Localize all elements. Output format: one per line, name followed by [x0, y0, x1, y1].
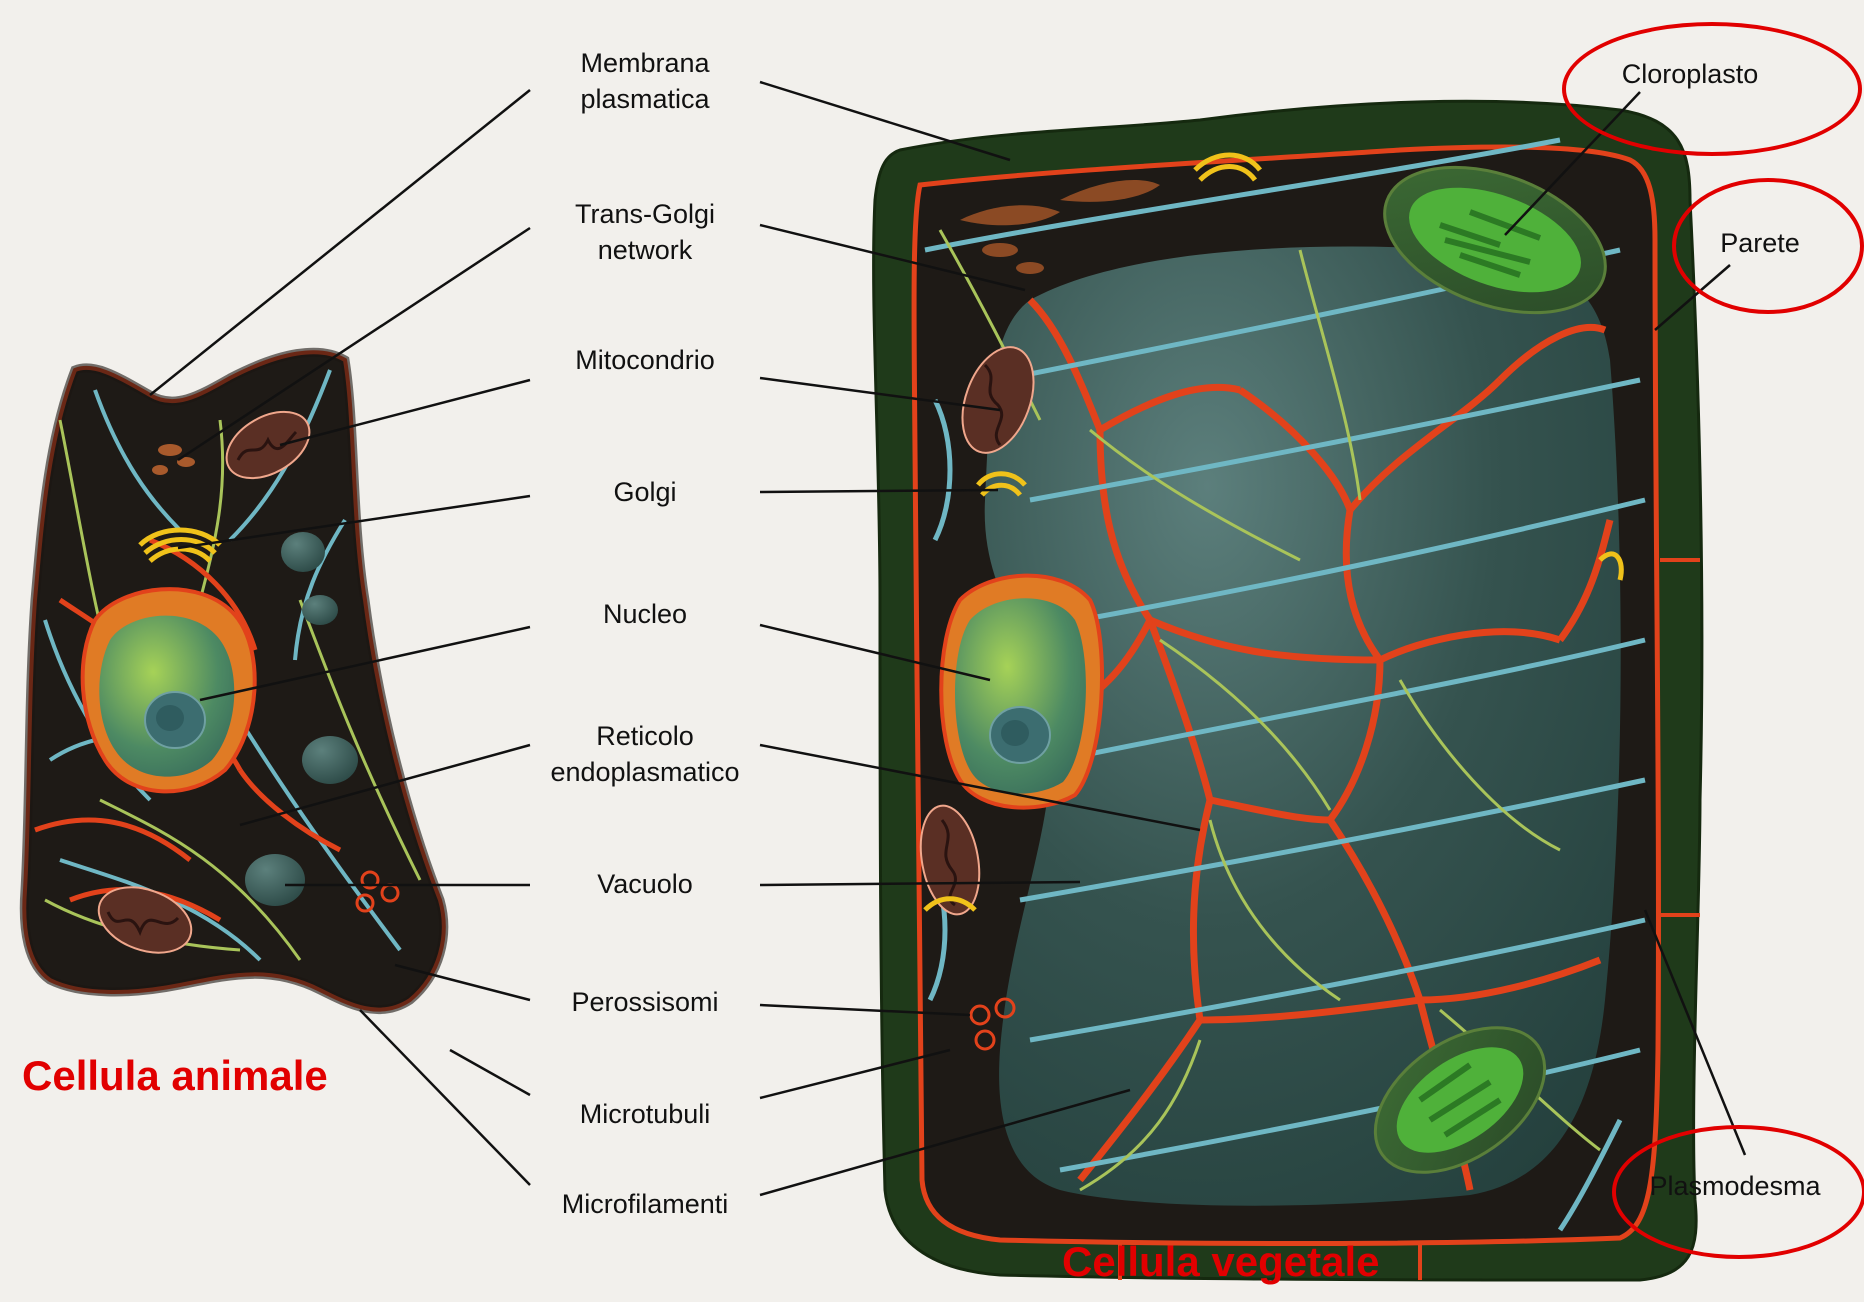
label-microtubuli: Microtubuli [550, 1096, 740, 1132]
label-membrana-plasmatica: Membrana plasmatica [550, 45, 740, 117]
label-golgi: Golgi [550, 474, 740, 510]
title-cellula-animale: Cellula animale [22, 1052, 328, 1100]
animal-nucleus [83, 589, 255, 791]
animal-cell [24, 352, 443, 1009]
title-cellula-vegetale: Cellula vegetale [1062, 1238, 1379, 1286]
leader-microtubuli-animal [450, 1050, 530, 1095]
leader-microfilamenti-animal [360, 1010, 530, 1185]
animal-small-vacuole [281, 532, 325, 572]
animal-vacuole [245, 854, 305, 906]
animal-small-vacuole [302, 736, 358, 784]
animal-small-vacuole [302, 595, 338, 625]
label-microfilamenti: Microfilamenti [540, 1186, 750, 1222]
leader-membrana-plant [760, 82, 1010, 160]
highlight-ring-plasmodesma [1612, 1125, 1864, 1259]
label-line: Membrana [550, 45, 740, 81]
label-vacuolo: Vacuolo [550, 866, 740, 902]
label-line: endoplasmatico [520, 754, 770, 790]
label-trans-golgi-network: Trans-Golgi network [550, 196, 740, 268]
leader-membrana-animal [150, 90, 530, 395]
label-perossisomi: Perossisomi [550, 984, 740, 1020]
highlight-ring-cloroplasto [1562, 22, 1862, 156]
label-nucleo: Nucleo [550, 596, 740, 632]
plant-nucleus [941, 576, 1102, 808]
label-reticolo-endoplasmatico: Reticolo endoplasmatico [520, 718, 770, 790]
plant-cell [874, 101, 1702, 1280]
label-mitocondrio: Mitocondrio [550, 342, 740, 378]
highlight-ring-parete [1672, 178, 1864, 314]
label-line: plasmatica [550, 81, 740, 117]
label-line: Reticolo [520, 718, 770, 754]
label-line: Trans-Golgi [550, 196, 740, 232]
label-line: network [550, 232, 740, 268]
